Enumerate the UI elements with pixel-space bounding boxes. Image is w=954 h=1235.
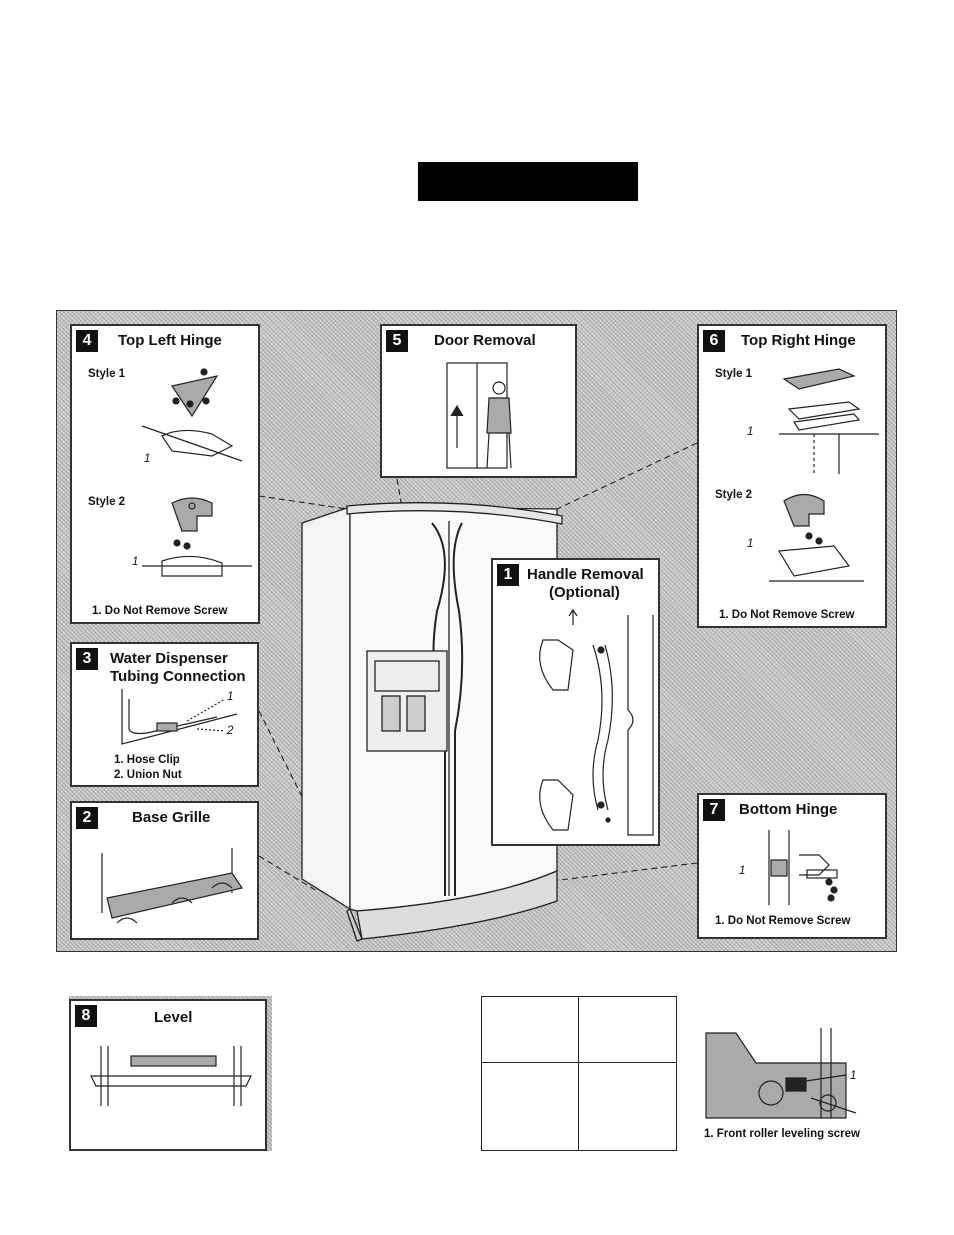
panel-title: Base Grille (132, 809, 211, 826)
roller-callout: 1 (850, 1070, 857, 1082)
hinge-style1-illustration (141, 368, 243, 462)
callout-1b: 1 (132, 556, 139, 568)
panel-caption: 1. Do Not Remove Screw (715, 915, 851, 927)
door-removal-illustration (446, 362, 512, 469)
step-number: 7 (703, 799, 725, 821)
callout-1: 1 (144, 453, 151, 465)
style2-label: Style 2 (88, 496, 126, 508)
roller-caption: 1. Front roller leveling screw (704, 1128, 860, 1140)
style1-label: Style 1 (715, 368, 753, 380)
panel-title: Top Left Hinge (118, 332, 222, 349)
panel-title-line2: Tubing Connection (110, 668, 246, 685)
style2-label: Style 2 (715, 489, 753, 501)
panel-title: Door Removal (434, 332, 536, 349)
base-grille-panel: 2 Base Grille (70, 801, 259, 940)
panel-caption: 1. Do Not Remove Screw (719, 609, 855, 621)
hinge-style2-illustration (769, 493, 864, 582)
callout-2: 2 (227, 725, 234, 737)
tubing-illustration (121, 689, 238, 745)
front-roller-illustration (705, 1028, 857, 1119)
level-panel: 8 Level (69, 999, 267, 1151)
refrigerator-illustration (258, 442, 698, 942)
panel-title: Level (154, 1009, 193, 1026)
water-dispenser-panel: 3 Water Dispenser Tubing Connection 1 2 … (70, 642, 259, 787)
step-number: 1 (497, 564, 519, 586)
caption-1: 1. Hose Clip (114, 754, 180, 766)
assembly-diagram-panel: 4 Top Left Hinge Style 1 1 Style 2 1 1. … (56, 310, 897, 952)
step-number: 4 (76, 330, 98, 352)
step-number: 5 (386, 330, 408, 352)
empty-grid (481, 996, 677, 1151)
level-illustration (90, 1046, 252, 1106)
callout-1: 1 (227, 691, 234, 703)
bottom-hinge-panel: 7 Bottom Hinge 1 1. Do Not Remove Screw (697, 793, 887, 939)
panel-title-line1: Water Dispenser (110, 650, 228, 667)
step-number: 6 (703, 330, 725, 352)
caption-2: 2. Union Nut (114, 769, 182, 781)
step-number: 2 (76, 807, 98, 829)
callout-1: 1 (747, 426, 754, 438)
step-number: 8 (75, 1005, 97, 1027)
bottom-hinge-illustration (768, 830, 838, 905)
hinge-style2-illustration (142, 497, 252, 577)
step-number: 3 (76, 648, 98, 670)
door-removal-panel: 5 Door Removal (380, 324, 577, 478)
handle-removal-panel: 1 Handle Removal (Optional) (491, 558, 660, 846)
grid-horizontal-line (482, 1062, 676, 1063)
panel-title-line2: (Optional) (549, 584, 620, 601)
hinge-style1-illustration (779, 368, 879, 474)
callout-1b: 1 (747, 538, 754, 550)
title-banner (418, 162, 638, 201)
panel-caption: 1. Do Not Remove Screw (92, 605, 228, 617)
level-panel-frame: 8 Level (69, 996, 272, 1151)
panel-title-line1: Handle Removal (527, 566, 644, 583)
handle-removal-illustration (539, 608, 654, 836)
panel-title: Bottom Hinge (739, 801, 838, 818)
panel-title: Top Right Hinge (741, 332, 856, 349)
base-grille-illustration (101, 848, 243, 924)
top-right-hinge-panel: 6 Top Right Hinge Style 1 1 Style 2 1 1.… (697, 324, 887, 628)
callout-1: 1 (739, 865, 746, 877)
top-left-hinge-panel: 4 Top Left Hinge Style 1 1 Style 2 1 1. … (70, 324, 260, 624)
style1-label: Style 1 (88, 368, 126, 380)
grid-vertical-line (578, 997, 579, 1150)
